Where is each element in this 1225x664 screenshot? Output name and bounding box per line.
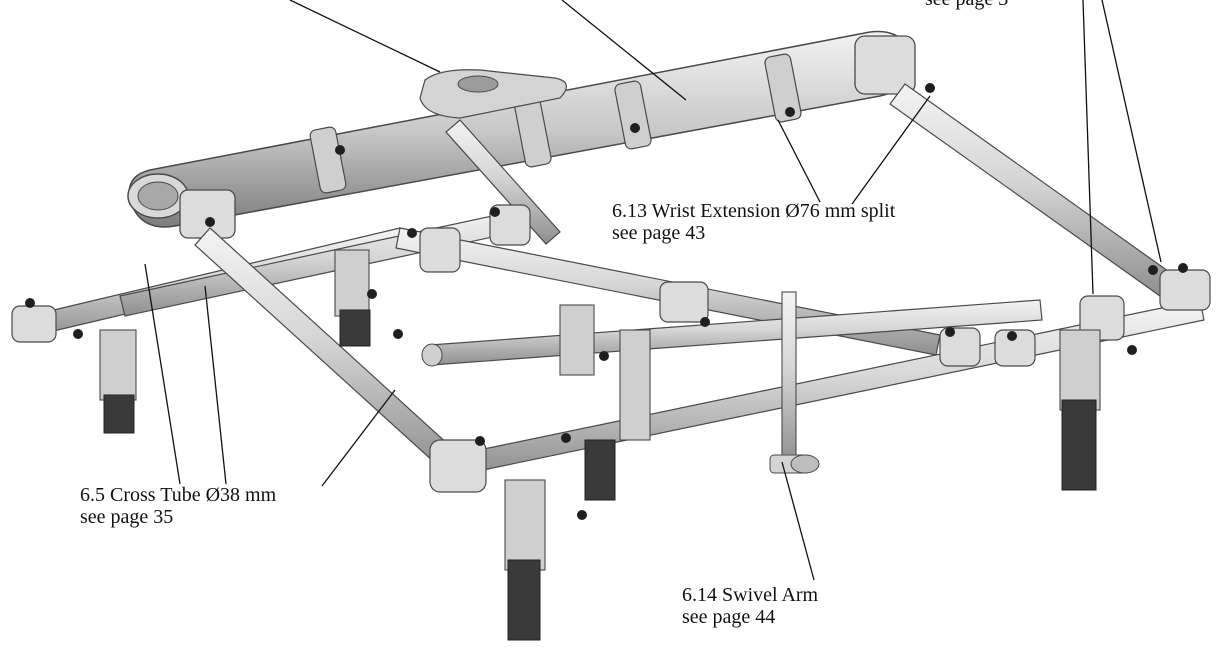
right-diagonal-tube (889, 83, 1176, 297)
wrist-extension-callout: 6.13 Wrist Extension Ø76 mm split see pa… (612, 200, 895, 244)
center-diagonal-tube (445, 119, 561, 245)
joint-clamps (11, 204, 1211, 493)
wrist-extension-tube (127, 30, 916, 239)
swivel-arm-page-ref: see page 44 (682, 606, 776, 628)
swivel-arm-callout: 6.14 Swivel Arm see page 44 (682, 584, 818, 628)
leg-assemblies (99, 249, 1101, 641)
swivel-arm-title: 6.14 Swivel Arm (682, 584, 819, 606)
leader-lines (144, 0, 1162, 581)
top-right-page-ref: see page 3 (925, 0, 1008, 10)
wrist-extension-page-ref: see page 43 (612, 222, 706, 244)
cross-tube-title: 6.5 Cross Tube Ø38 mm (80, 484, 277, 506)
cross-tube-page-ref: see page 35 (80, 506, 174, 528)
swivel-arm (769, 291, 820, 474)
bolt-heads (25, 83, 1188, 520)
cross-tube-callout: 6.5 Cross Tube Ø38 mm see page 35 (80, 484, 276, 528)
wrist-extension-title: 6.13 Wrist Extension Ø76 mm split (612, 200, 896, 222)
top-right-callout: see page 3 (925, 0, 1008, 10)
